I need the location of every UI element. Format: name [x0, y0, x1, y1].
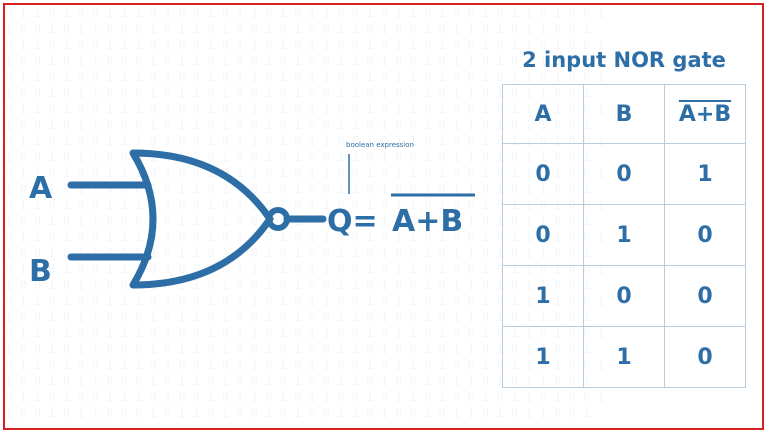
cell-a: 0 — [502, 143, 584, 205]
cell-output: 0 — [664, 326, 746, 388]
input-b-label: B — [29, 254, 52, 289]
header-output-text: A+B — [678, 101, 732, 127]
cell-b: 1 — [583, 204, 665, 266]
nor-gate-diagram: A B Q= A+B boolean expression — [29, 141, 475, 289]
cell-b: 0 — [583, 143, 665, 205]
table-row: 1 1 0 — [502, 326, 746, 388]
table-row: 0 0 1 — [502, 143, 746, 205]
input-a-label: A — [29, 171, 53, 206]
output-q-label: Q= — [327, 204, 378, 239]
header-a: A — [502, 84, 584, 144]
cell-a: 0 — [502, 204, 584, 266]
nor-gate-body — [129, 149, 274, 289]
figure-frame: 0 1 1 0 1 0 0 1 1 1 0 1 0 0 1 0 1 1 0 1 … — [3, 3, 764, 430]
cell-output: 0 — [664, 204, 746, 266]
boolean-expression: A+B — [392, 204, 463, 239]
cell-output: 1 — [664, 143, 746, 205]
header-b: B — [583, 84, 665, 144]
table-row: 1 0 0 — [502, 265, 746, 327]
cell-b: 0 — [583, 265, 665, 327]
truth-table-header-row: A B A+B — [502, 84, 746, 144]
table-row: 0 1 0 — [502, 204, 746, 266]
cell-b: 1 — [583, 326, 665, 388]
header-output: A+B — [664, 84, 746, 144]
truth-table: A B A+B 0 0 1 0 1 0 1 0 0 1 1 — [502, 84, 746, 388]
cell-a: 1 — [502, 326, 584, 388]
cell-a: 1 — [502, 265, 584, 327]
truth-table-title: 2 input NOR gate — [522, 48, 726, 72]
cell-output: 0 — [664, 265, 746, 327]
annotation-label: boolean expression — [346, 141, 414, 149]
